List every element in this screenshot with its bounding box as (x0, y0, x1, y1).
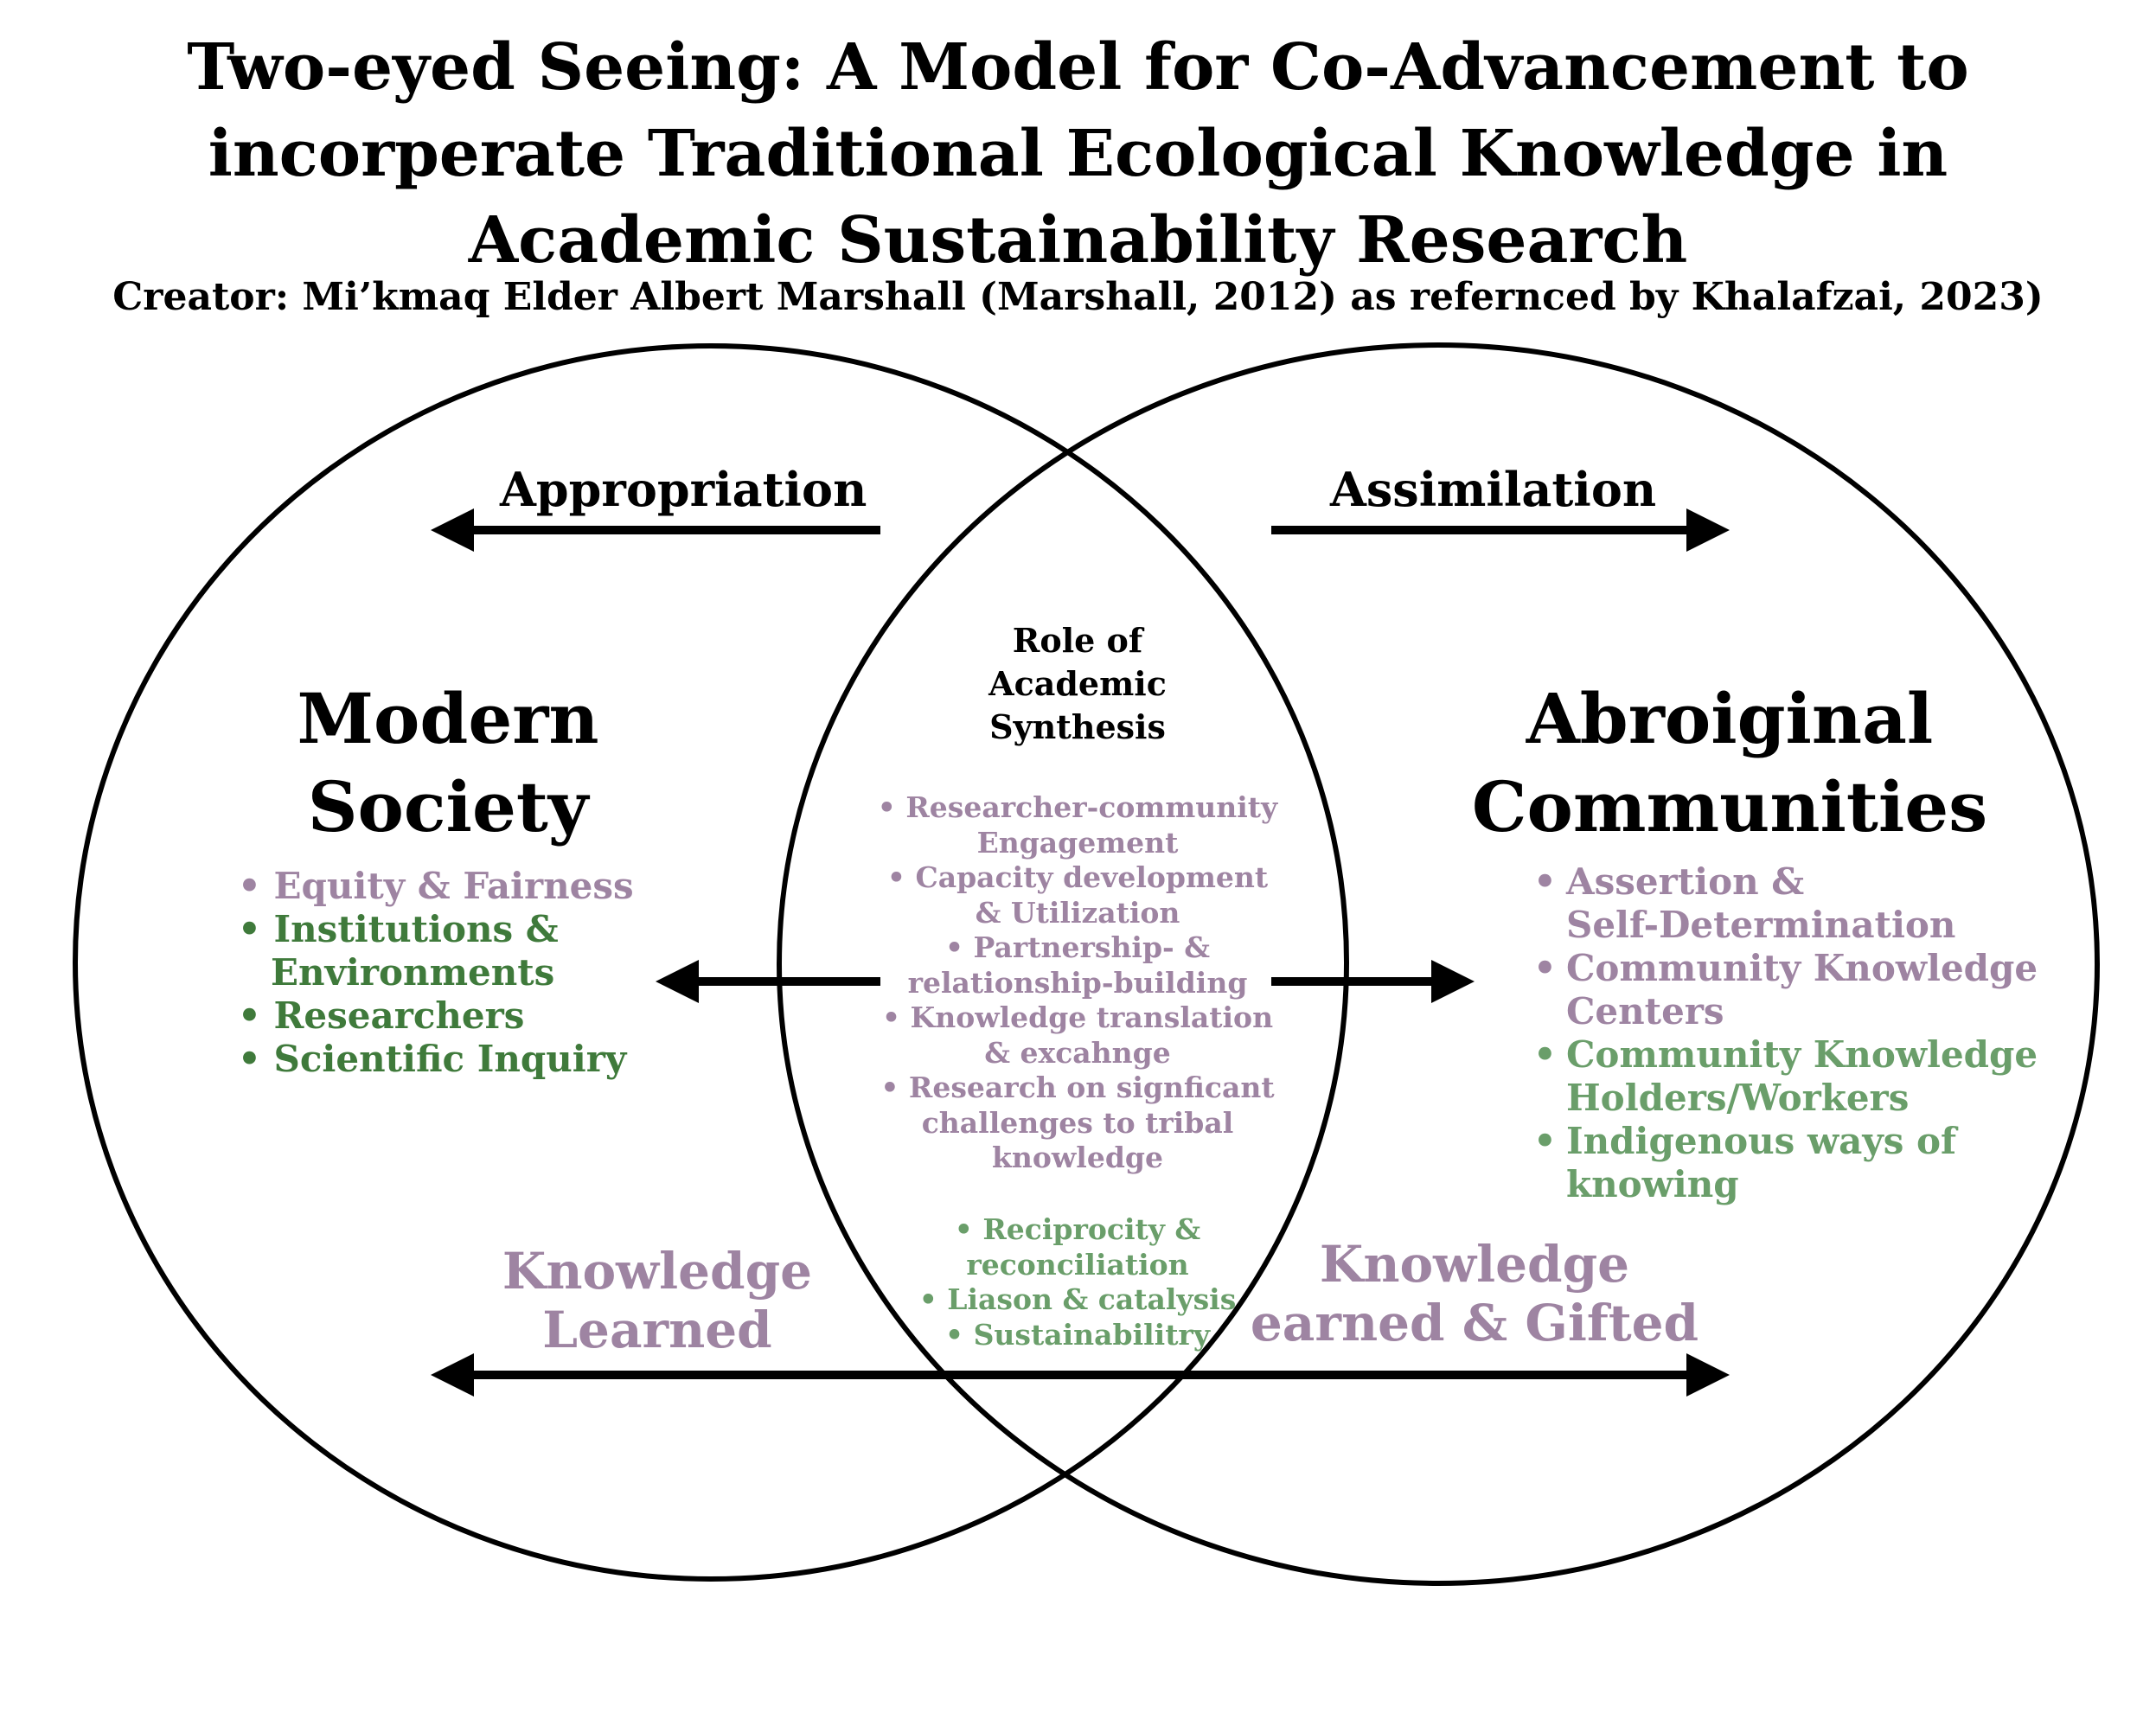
knowledge-learned-label: Knowledge Learned (484, 1242, 830, 1359)
list-item: • Partnership- &relationship-building (907, 930, 1248, 1000)
academic-synthesis-outcomes-list: • Reciprocity &reconciliation • Liason &… (896, 1212, 1259, 1352)
list-item: • Liason & catalysis (918, 1282, 1237, 1316)
knowledge-earned-gifted-label: Knowledge earned & Gifted (1245, 1235, 1704, 1352)
aboriginal-communities-heading: Abroiginal Communities (1444, 674, 2015, 851)
modern-society-heading-line-1: Modern (297, 678, 599, 759)
title-line-1: Two-eyed Seeing: A Model for Co-Advancem… (187, 30, 1969, 105)
diagram-subtitle: Creator: Mi’kmaq Elder Albert Marshall (… (112, 275, 2044, 319)
list-item: • Researchers (238, 994, 525, 1037)
list-item: • Sustainabilitry (944, 1317, 1210, 1352)
aboriginal-communities-heading-line-2: Communities (1471, 766, 1988, 847)
list-item: • Capacity development& Utilization (886, 860, 1269, 930)
left-circle (73, 343, 1349, 1582)
aboriginal-communities-heading-line-1: Abroiginal (1526, 678, 1934, 759)
modern-society-list: • Equity & Fairness • Institutions & Env… (238, 865, 634, 1081)
list-item: • Equity & Fairness (238, 865, 634, 907)
modern-society-heading: Modern Society (275, 674, 621, 851)
list-item: • Reciprocity &reconciliation (954, 1212, 1201, 1282)
diagram-title: Two-eyed Seeing: A Model for Co-Advancem… (0, 24, 2156, 284)
knowledge-learned-line-2: Learned (542, 1301, 772, 1359)
title-line-2: incorperate Traditional Ecological Knowl… (208, 117, 1948, 191)
modern-society-heading-line-2: Society (307, 766, 589, 847)
list-item: • Institutions & (238, 908, 559, 950)
right-circle (777, 342, 2100, 1586)
academic-synthesis-title-line-1: Role of (1012, 621, 1143, 660)
academic-synthesis-title-line-3: Synthesis (989, 707, 1166, 746)
appropriation-label: Appropriation (500, 462, 867, 517)
list-item: • Scientific Inquiry (238, 1038, 627, 1080)
knowledge-earned-line-2: earned & Gifted (1250, 1294, 1699, 1352)
list-item: Assertion &Self-Determination (1533, 860, 2038, 947)
academic-synthesis-title: Role of Academic Synthesis (896, 619, 1259, 749)
aboriginal-communities-list: Assertion &Self-Determination Community … (1533, 860, 2038, 1206)
list-item: • Knowledge translation& excahnge (881, 1000, 1274, 1070)
assimilation-label: Assimilation (1330, 462, 1657, 517)
academic-synthesis-title-line-2: Academic (988, 664, 1167, 703)
title-line-3: Academic Sustainability Research (468, 203, 1688, 278)
knowledge-learned-line-1: Knowledge (502, 1242, 813, 1301)
knowledge-earned-line-1: Knowledge (1319, 1235, 1630, 1294)
list-item: Environments (271, 951, 555, 994)
